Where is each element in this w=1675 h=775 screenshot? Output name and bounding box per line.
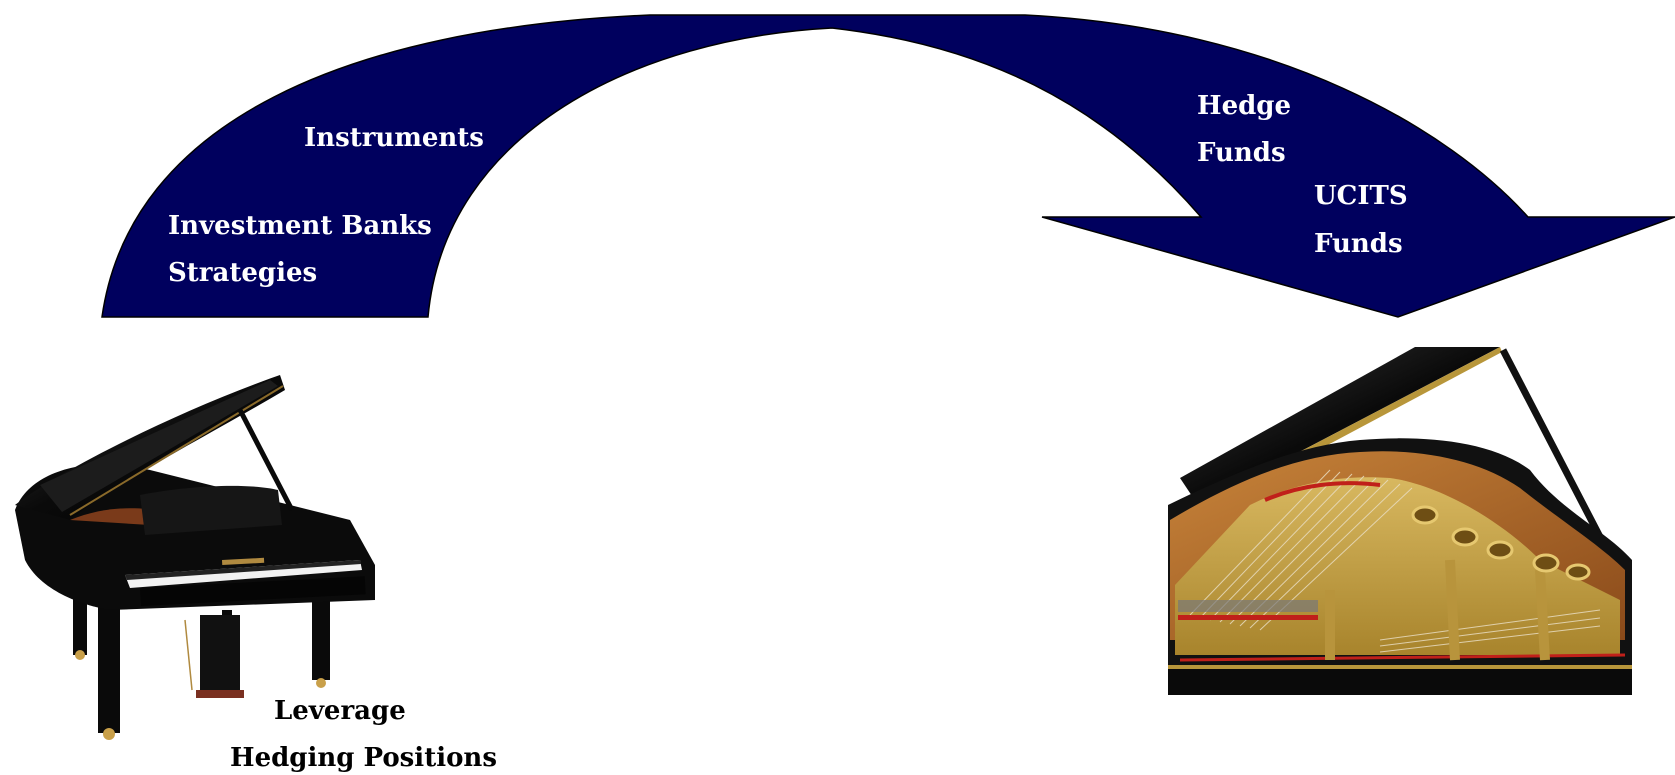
piano-leg — [312, 595, 330, 680]
curved-arrow — [102, 15, 1675, 317]
pedals — [196, 690, 244, 698]
label-funds-hedge: Funds — [1197, 140, 1286, 166]
label-funds-ucits: Funds — [1314, 231, 1403, 257]
caster — [75, 650, 85, 660]
right-grand-piano — [1168, 347, 1632, 695]
label-hedging-positions: Hedging Positions — [230, 745, 497, 771]
caster — [316, 678, 326, 688]
label-ucits: UCITS — [1314, 183, 1408, 209]
label-hedge: Hedge — [1197, 93, 1291, 119]
label-investment-banks: Investment Banks — [168, 213, 432, 239]
piano-leg — [98, 605, 120, 733]
label-leverage: Leverage — [274, 698, 406, 724]
pedal-lyre — [200, 615, 240, 690]
caster — [103, 728, 115, 740]
label-instruments: Instruments — [304, 125, 484, 151]
label-strategies: Strategies — [168, 260, 317, 286]
left-grand-piano — [15, 375, 375, 740]
piano-leg — [73, 595, 87, 655]
front-rail — [1168, 665, 1632, 695]
